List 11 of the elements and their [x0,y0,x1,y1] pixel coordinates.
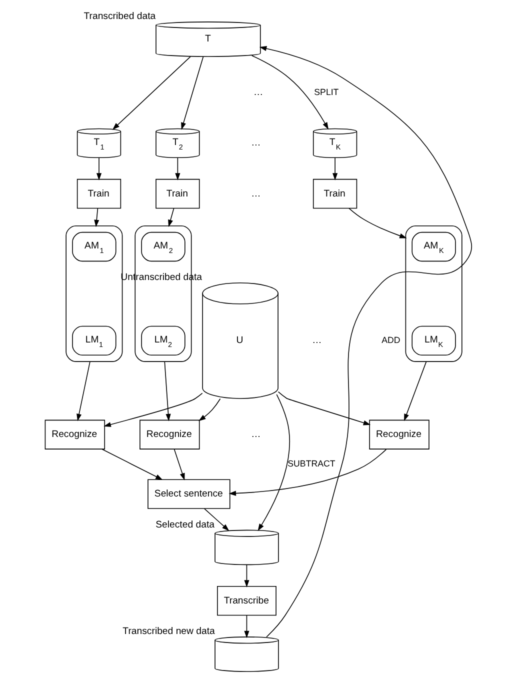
edge-label: SPLIT [314,86,339,97]
label: … [251,429,261,440]
edge-label: ADD [382,334,400,345]
edge-label: SUBTRACT [288,458,336,469]
node-label: Transcribed data [84,11,156,22]
node-label: Selected data [156,519,214,530]
label: … [312,335,322,346]
label: … [254,87,264,98]
node-label: Transcribed new data [122,626,215,638]
label: … [251,138,261,149]
label: … [251,188,261,200]
